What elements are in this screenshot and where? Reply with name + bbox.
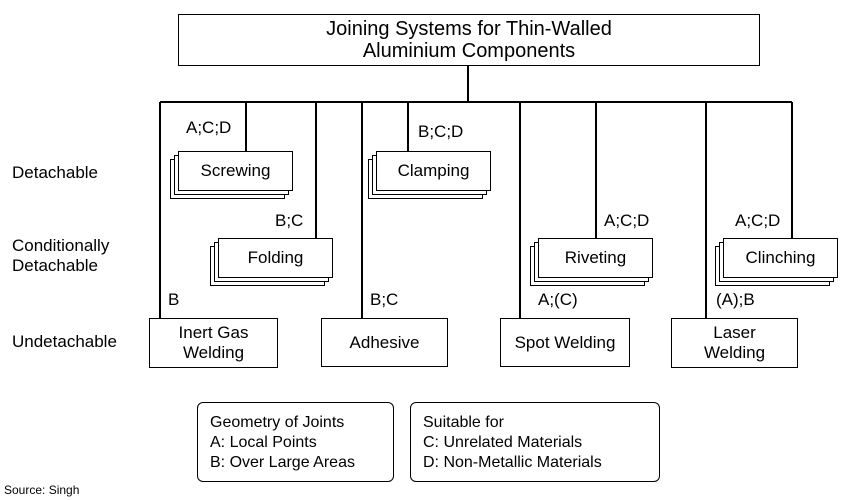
folding-node: Folding	[210, 238, 333, 286]
category-conditional-line1: Conditionally	[12, 236, 110, 255]
legend-suitable-c: C: Unrelated Materials	[423, 434, 583, 451]
screwing-node: Screwing	[170, 151, 293, 199]
folding-label: Folding	[218, 238, 333, 278]
category-conditional-line2: Detachable	[12, 256, 99, 275]
adhesive-node: Adhesive	[321, 318, 448, 367]
spot-welding-node: Spot Welding	[500, 318, 630, 367]
laser-welding-node: Laser Welding	[671, 318, 798, 368]
laser-welding-line1: Laser	[713, 323, 756, 342]
diagram-title-box: Joining Systems for Thin-Walled Aluminiu…	[178, 14, 760, 66]
laser-welding-code: (A);B	[716, 290, 755, 309]
diagram-title-line1: Joining Systems for Thin-Walled	[326, 18, 612, 40]
clamping-label: Clamping	[376, 151, 491, 191]
category-undetachable: Undetachable	[12, 332, 117, 351]
laser-welding-line2: Welding	[703, 343, 766, 362]
clinching-node: Clinching	[715, 238, 838, 286]
adhesive-code: B;C	[370, 290, 399, 309]
legend-geometry-b: B: Over Large Areas	[210, 454, 355, 471]
inert-gas-welding-node: Inert Gas Welding	[149, 318, 278, 368]
legend-geometry-heading: Geometry of Joints	[210, 414, 345, 431]
source-note: Source: Singh	[4, 483, 80, 497]
clamping-code: B;C;D	[418, 122, 464, 141]
spot-welding-code: A;(C)	[538, 290, 578, 309]
spot-welding-label: Spot Welding	[514, 332, 616, 352]
category-detachable: Detachable	[12, 163, 99, 182]
riveting-code: A;C;D	[604, 211, 650, 230]
diagram-title-line2: Aluminium Components	[362, 40, 576, 62]
clinching-label: Clinching	[723, 238, 838, 278]
legend-suitable-heading: Suitable for	[423, 414, 504, 431]
clamping-node: Clamping	[368, 151, 491, 199]
riveting-node: Riveting	[530, 238, 653, 286]
inert-gas-welding-line2: Welding	[182, 343, 245, 362]
clinching-code: A;C;D	[735, 211, 781, 230]
legend-geometry-a: A: Local Points	[210, 434, 317, 451]
folding-code: B;C	[275, 211, 304, 230]
screwing-label: Screwing	[178, 151, 293, 191]
legend-suitable-d: D: Non-Metallic Materials	[423, 454, 602, 471]
inert-gas-welding-code: B	[168, 290, 180, 309]
inert-gas-welding-line1: Inert Gas	[178, 323, 249, 342]
screwing-code: A;C;D	[186, 118, 232, 137]
riveting-label: Riveting	[538, 238, 653, 278]
legend-geometry: Geometry of Joints A: Local Points B: Ov…	[197, 402, 394, 482]
adhesive-label: Adhesive	[349, 332, 420, 352]
legend-suitable: Suitable for C: Unrelated Materials D: N…	[410, 402, 660, 482]
